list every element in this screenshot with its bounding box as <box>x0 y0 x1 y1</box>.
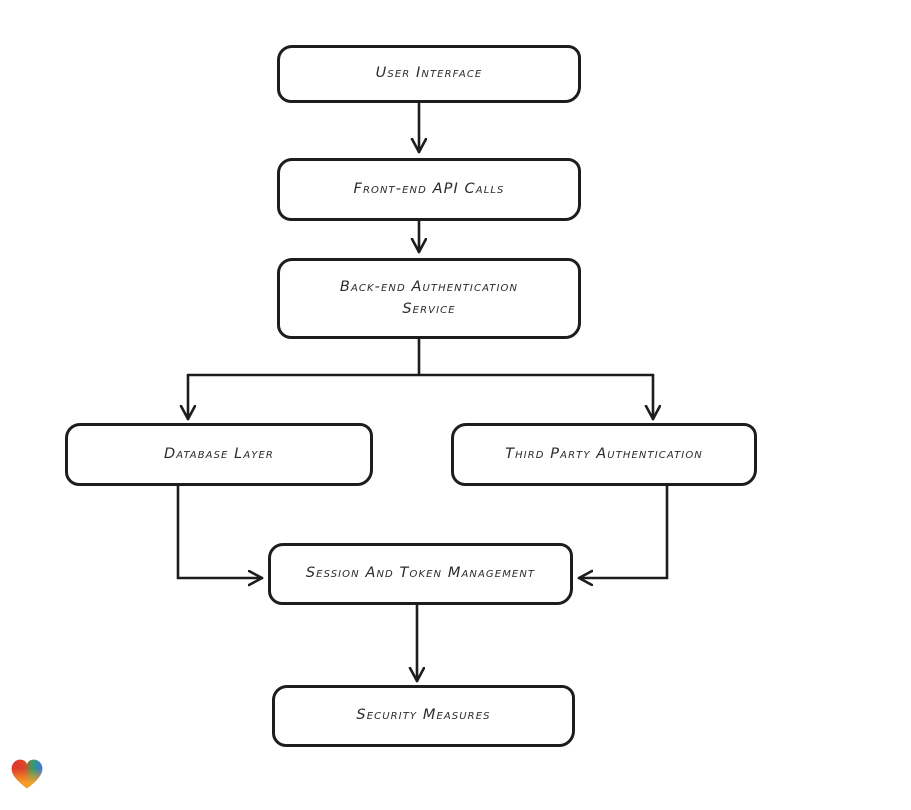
node-session-and-token-management-label: Session And Token Management <box>305 565 536 582</box>
edge-database-to-session <box>176 484 264 578</box>
node-user-interface[interactable]: User Interface <box>277 45 581 103</box>
node-third-party-authentication[interactable]: Third Party Authentication <box>451 423 757 486</box>
node-back-end-authentication-service[interactable]: Back-end Authentication Service <box>277 258 581 339</box>
node-security-measures-label: Security Measures <box>356 707 491 724</box>
node-front-end-api-calls-label: Front-end API Calls <box>353 180 505 197</box>
node-back-end-authentication-service-label: Back-end Authentication Service <box>339 278 519 317</box>
edge-backend-branch-rail <box>186 337 655 377</box>
node-database-layer-label: Database Layer <box>164 445 274 462</box>
node-user-interface-label: User Interface <box>375 65 483 82</box>
node-third-party-authentication-label: Third Party Authentication <box>505 445 703 462</box>
node-database-layer[interactable]: Database Layer <box>65 423 373 486</box>
node-front-end-api-calls[interactable]: Front-end API Calls <box>277 158 581 221</box>
edge-thirdparty-to-session <box>577 484 669 578</box>
node-session-and-token-management[interactable]: Session And Token Management <box>268 543 573 605</box>
eraser-heart-logo[interactable] <box>10 758 44 790</box>
node-security-measures[interactable]: Security Measures <box>272 685 575 747</box>
